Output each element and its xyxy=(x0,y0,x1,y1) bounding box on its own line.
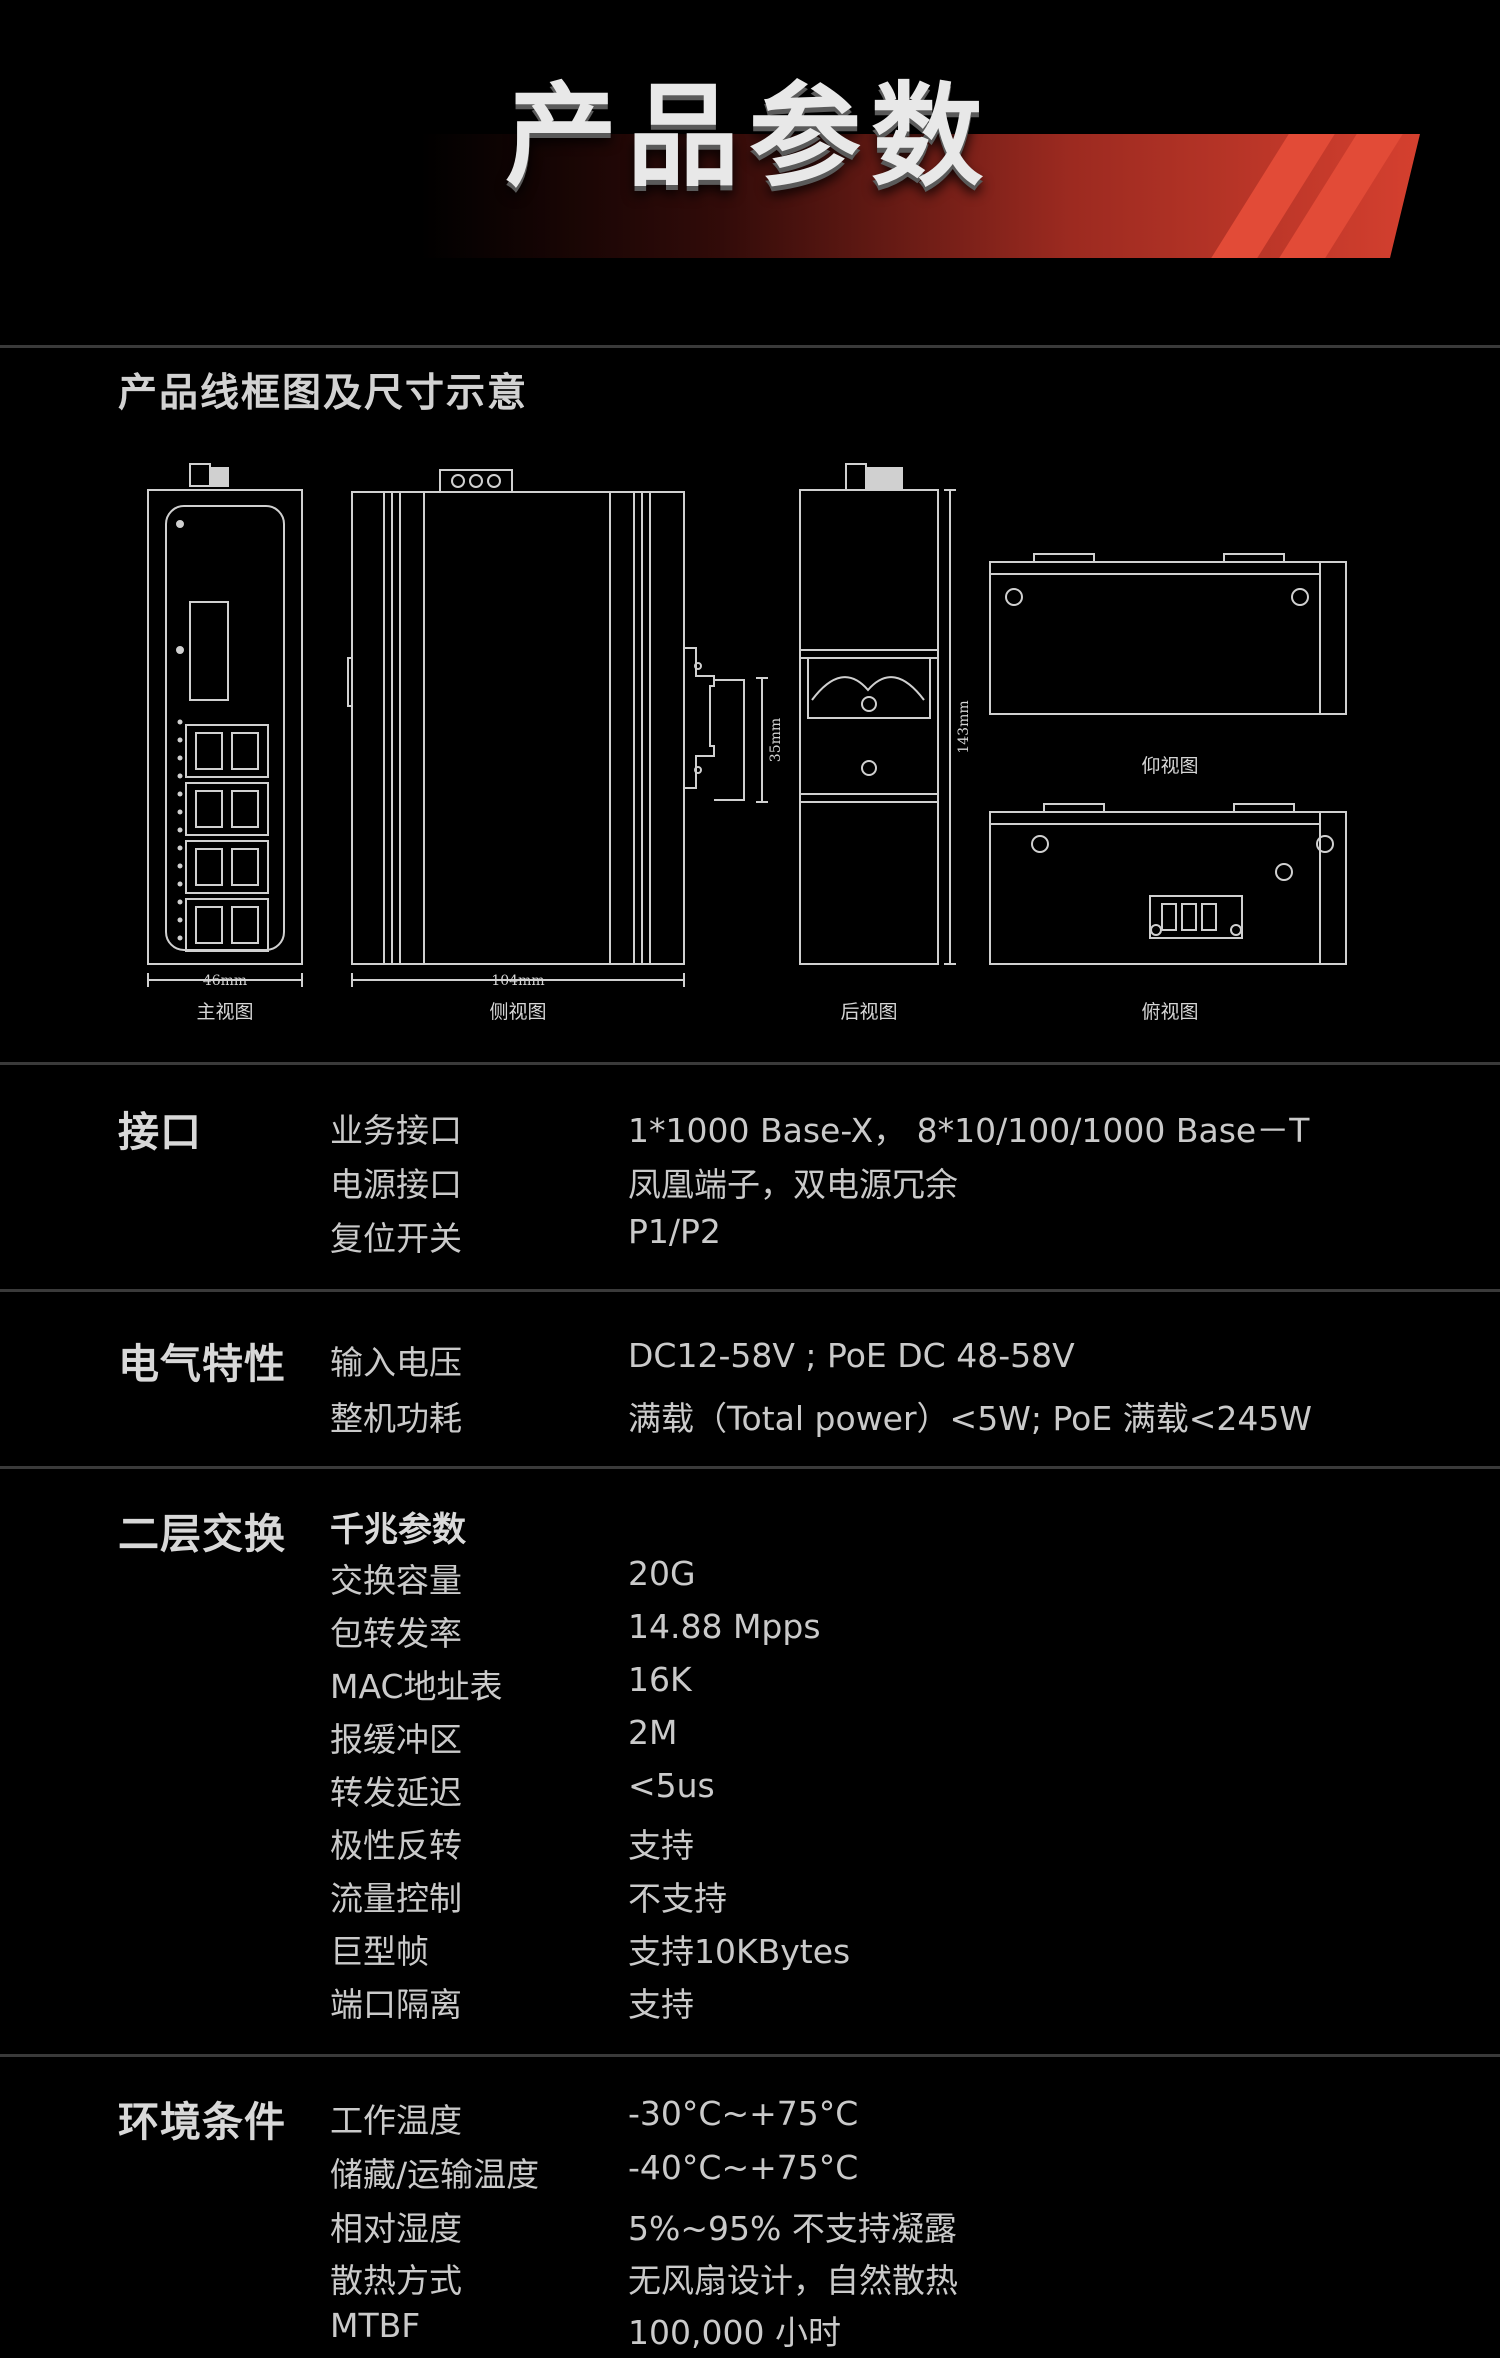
label-top-view: 俯视图 xyxy=(1141,1001,1198,1023)
spec-value: 20G xyxy=(628,1554,696,1593)
page-title: 产品参数 xyxy=(505,72,993,202)
spec-label: 流量控制 xyxy=(330,1879,462,1918)
spec-label: 散热方式 xyxy=(330,2261,462,2300)
section-title: 接口 xyxy=(118,1108,202,1156)
spec-value: -40°C~+75°C xyxy=(628,2148,859,2187)
dim-side-depth: 104mm xyxy=(491,973,544,989)
spec-label: 包转发率 xyxy=(330,1614,462,1653)
banner: 产品参数 xyxy=(0,0,1500,290)
section-title: 环境条件 xyxy=(118,2098,286,2146)
dim-rail: 35mm xyxy=(768,718,784,762)
spec-label: 储藏/运输温度 xyxy=(330,2155,540,2194)
spec-label: 复位开关 xyxy=(330,1219,462,1258)
spec-value: DC12-58V ; PoE DC 48-58V xyxy=(628,1336,1075,1375)
section-title: 二层交换 xyxy=(118,1510,286,1558)
dim-front-width: 46mm xyxy=(203,973,247,989)
spec-subheading: 千兆参数 xyxy=(330,1510,466,1550)
spec-value: -30°C~+75°C xyxy=(628,2094,859,2133)
diagram-title: 产品线框图及尺寸示意 xyxy=(118,371,529,416)
spec-value: 不支持 xyxy=(628,1879,727,1918)
spec-label: 报缓冲区 xyxy=(330,1720,462,1759)
divider xyxy=(0,1062,1500,1065)
divider xyxy=(0,1466,1500,1469)
spec-value: 支持10KBytes xyxy=(628,1932,851,1971)
back-view-drawing xyxy=(799,463,956,965)
spec-value: <5us xyxy=(628,1766,715,1805)
dim-height: 143mm xyxy=(956,700,972,753)
label-back-view: 后视图 xyxy=(840,1001,897,1023)
bottom-view-drawing xyxy=(989,553,1347,715)
spec-value: 支持 xyxy=(628,1826,694,1865)
spec-label: 极性反转 xyxy=(330,1826,462,1865)
spec-label: 输入电压 xyxy=(330,1343,462,1382)
spec-label: 工作温度 xyxy=(330,2101,462,2140)
spec-label: MAC地址表 xyxy=(330,1667,503,1706)
spec-label: 相对湿度 xyxy=(330,2209,462,2248)
wireframe-diagram: 46mm 104mm 35mm 143mm 主视图 侧视图 后视图 仰视图 俯视… xyxy=(147,463,1347,1023)
spec-value: P1/P2 xyxy=(628,1212,721,1251)
divider xyxy=(0,1289,1500,1292)
spec-value: 支持 xyxy=(628,1985,694,2024)
label-bottom-view: 仰视图 xyxy=(1141,755,1198,777)
spec-value: 无风扇设计，自然散热 xyxy=(628,2261,958,2300)
divider xyxy=(0,2054,1500,2057)
spec-value: 凤凰端子，双电源冗余 xyxy=(628,1165,958,1204)
spec-label: 端口隔离 xyxy=(330,1985,462,2024)
top-view-drawing xyxy=(989,803,1347,965)
spec-label: 电源接口 xyxy=(330,1165,462,1204)
label-front-view: 主视图 xyxy=(196,1001,253,1023)
ethernet-ports xyxy=(185,724,269,952)
label-side-view: 侧视图 xyxy=(489,1001,546,1023)
spec-value: 5%~95% 不支持凝露 xyxy=(628,2209,957,2248)
side-view-drawing xyxy=(347,469,768,987)
spec-value: 1*1000 Base-X， 8*10/100/1000 Base－T xyxy=(628,1111,1310,1150)
spec-label: 业务接口 xyxy=(330,1111,462,1150)
spec-value: 14.88 Mpps xyxy=(628,1607,821,1646)
spec-label: 整机功耗 xyxy=(330,1399,462,1438)
spec-value: 100,000 小时 xyxy=(628,2313,841,2352)
section-title: 电气特性 xyxy=(118,1340,286,1388)
spec-value: 2M xyxy=(628,1713,678,1752)
spec-label: 巨型帧 xyxy=(330,1932,429,1971)
spec-label: MTBF xyxy=(330,2306,421,2345)
spec-label: 交换容量 xyxy=(330,1561,462,1600)
front-view-drawing xyxy=(147,463,303,987)
divider xyxy=(0,345,1500,348)
spec-value: 16K xyxy=(628,1660,692,1699)
spec-label: 转发延迟 xyxy=(330,1773,462,1812)
spec-value: 满载（Total power）<5W; PoE 满载<245W xyxy=(628,1399,1312,1438)
